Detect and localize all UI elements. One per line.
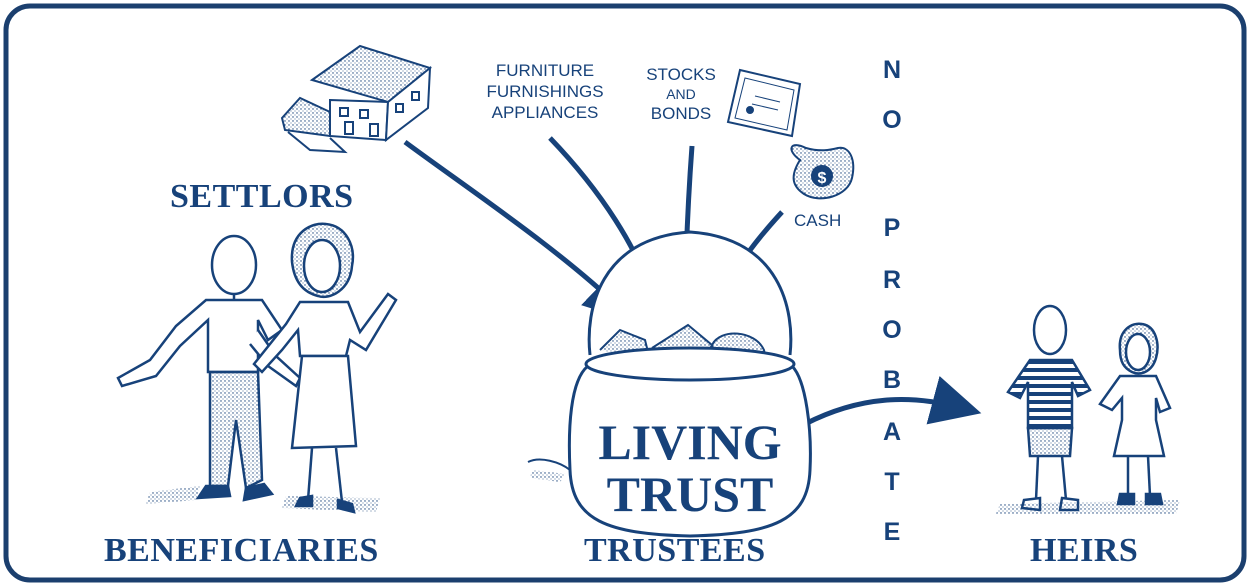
arrow-house-to-trust — [403, 139, 635, 322]
money-bag-icon: $ — [790, 144, 855, 200]
furniture-line-3: APPLIANCES — [491, 103, 599, 122]
cash-label: CASH — [794, 211, 842, 230]
trust-line-2: TRUST — [606, 466, 774, 522]
no-probate-letter: E — [883, 518, 901, 546]
no-probate-letter: O — [882, 106, 902, 134]
living-trust-label: LIVING TRUST — [590, 416, 790, 520]
no-probate-letter: N — [882, 56, 902, 84]
trustees-label: TRUSTEES — [584, 532, 766, 569]
stocks-line-3: BONDS — [650, 104, 712, 123]
furniture-line-2: FURNISHINGS — [486, 82, 604, 101]
furniture-label: FURNITURE FURNISHINGS APPLIANCES — [480, 60, 610, 123]
living-trust-bag — [527, 230, 812, 538]
settlors-couple-illustration — [116, 222, 398, 514]
stocks-line-2: AND — [666, 86, 696, 102]
no-probate-letter: P — [883, 214, 901, 242]
beneficiaries-label: BENEFICIARIES — [104, 532, 379, 569]
stocks-bonds-label: STOCKS AND BONDS — [636, 64, 726, 124]
no-probate-letter: R — [882, 266, 902, 294]
no-probate-letter: O — [882, 316, 902, 344]
house-illustration — [280, 44, 433, 154]
trust-line-1: LIVING — [598, 414, 782, 470]
svg-text:$: $ — [818, 170, 827, 187]
stocks-line-1: STOCKS — [646, 65, 716, 84]
settlors-label: SETTLORS — [170, 178, 354, 215]
heirs-children-illustration — [996, 304, 1180, 514]
heirs-label: HEIRS — [1030, 532, 1139, 569]
stock-certificate-icon — [726, 68, 802, 138]
no-probate-letter: B — [882, 366, 902, 394]
arrow-trust-to-heirs — [803, 376, 982, 427]
no-probate-letter: T — [884, 468, 900, 496]
furniture-line-1: FURNITURE — [495, 61, 595, 80]
no-probate-letter: A — [882, 418, 902, 446]
